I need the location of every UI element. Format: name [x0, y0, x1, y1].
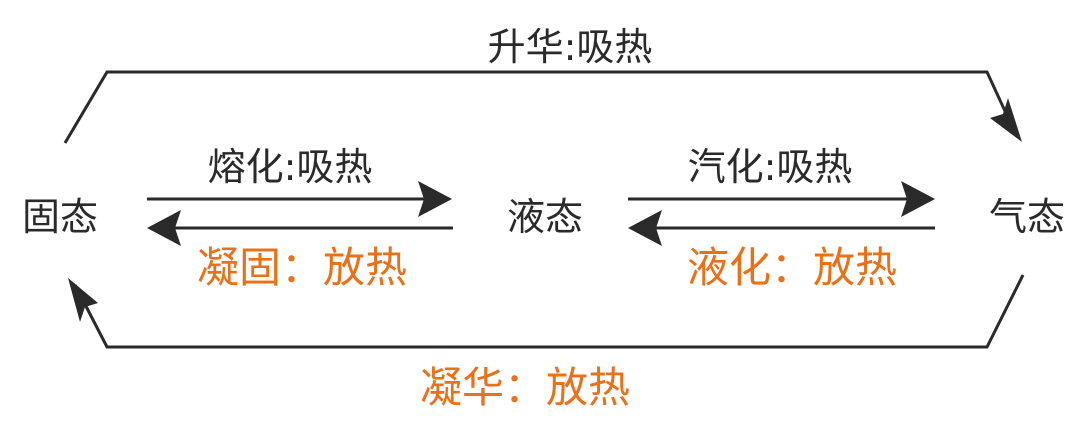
melting-label: 熔化:吸热 — [208, 145, 373, 189]
solidification-label: 凝固：放热 — [197, 243, 407, 292]
deposition-arrowhead — [68, 278, 98, 322]
gas-state-label: 气态 — [989, 195, 1065, 239]
sublimation-label: 升华:吸热 — [488, 25, 653, 69]
liquefaction-label: 液化：放热 — [687, 243, 897, 292]
liquid-state-label: 液态 — [507, 195, 583, 239]
vaporization-arrowhead — [901, 181, 935, 217]
liquefaction-arrowhead — [628, 210, 662, 246]
solid-state-label: 固态 — [22, 195, 98, 239]
sublimation-arrowhead — [990, 98, 1022, 142]
solidification-arrowhead — [147, 210, 181, 246]
vaporization-label: 汽化:吸热 — [688, 145, 853, 189]
melting-arrowhead — [418, 181, 452, 217]
sublimation-path — [63, 70, 1018, 144]
deposition-label: 凝华：放热 — [420, 363, 630, 412]
deposition-path — [73, 274, 1025, 349]
